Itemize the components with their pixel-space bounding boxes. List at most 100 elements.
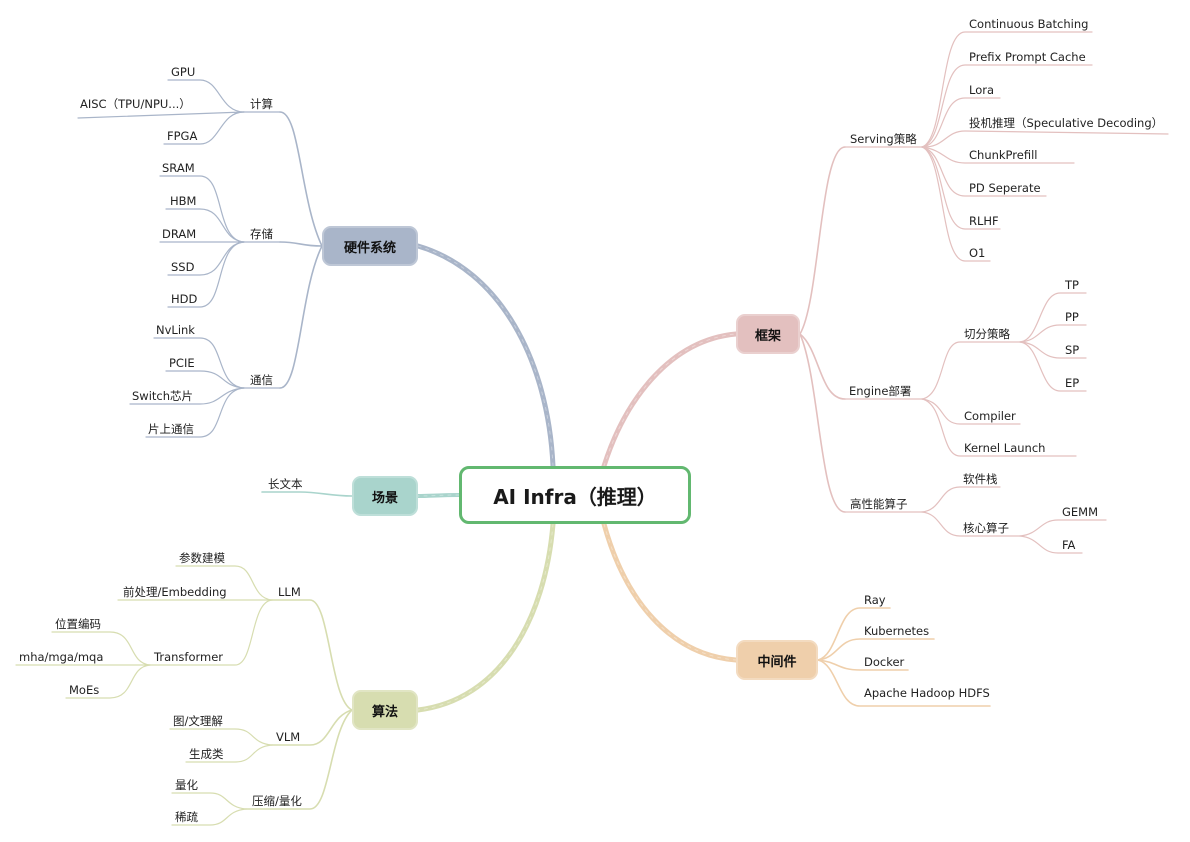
node-o1[interactable]: O1 bbox=[969, 246, 986, 260]
node-split-strategy[interactable]: 切分策略 bbox=[964, 327, 1010, 341]
node-pp[interactable]: PP bbox=[1065, 310, 1079, 324]
connector-hardware bbox=[159, 175, 245, 243]
connector-framework bbox=[921, 398, 1021, 425]
node-param-modeling[interactable]: 参数建模 bbox=[179, 551, 225, 565]
node-compiler[interactable]: Compiler bbox=[964, 409, 1016, 423]
connector-hardware bbox=[167, 241, 245, 308]
connector-scene bbox=[416, 493, 461, 498]
node-switch-chip[interactable]: Switch芯片 bbox=[132, 389, 194, 403]
connector-hardware bbox=[165, 370, 245, 389]
node-sparsity[interactable]: 稀疏 bbox=[175, 810, 198, 824]
node-generation[interactable]: 生成类 bbox=[189, 747, 224, 761]
hub-hardware-system[interactable]: 硬件系统 bbox=[322, 226, 418, 266]
node-hdfs[interactable]: Apache Hadoop HDFS bbox=[864, 686, 990, 700]
node-fpga[interactable]: FPGA bbox=[167, 129, 198, 143]
central-topic[interactable]: AI Infra（推理） bbox=[459, 466, 691, 524]
node-ep[interactable]: EP bbox=[1065, 376, 1080, 390]
connector-texture bbox=[603, 523, 737, 661]
node-hdd[interactable]: HDD bbox=[171, 292, 198, 306]
node-gpu[interactable]: GPU bbox=[171, 65, 196, 79]
node-dram[interactable]: DRAM bbox=[162, 227, 197, 241]
connector-framework bbox=[601, 331, 739, 469]
connector-algorithm bbox=[51, 631, 151, 666]
node-core-operators[interactable]: 核心算子 bbox=[963, 521, 1009, 535]
connector-framework bbox=[799, 333, 846, 400]
connector-algorithm bbox=[65, 664, 151, 699]
node-sp[interactable]: SP bbox=[1065, 343, 1080, 357]
connector-hardware bbox=[153, 337, 245, 389]
node-moes[interactable]: MoEs bbox=[69, 683, 100, 697]
node-rlhf[interactable]: RLHF bbox=[969, 214, 999, 228]
node-kubernetes[interactable]: Kubernetes bbox=[864, 624, 930, 638]
node-kernel-launch[interactable]: Kernel Launch bbox=[964, 441, 1046, 455]
connector-algorithm bbox=[271, 709, 353, 746]
node-docker[interactable]: Docker bbox=[864, 655, 905, 669]
node-continuous-batching[interactable]: Continuous Batching bbox=[969, 17, 1089, 31]
connector-hardware bbox=[163, 111, 245, 145]
node-vlm[interactable]: VLM bbox=[276, 730, 301, 744]
node-pd-seperate[interactable]: PD Seperate bbox=[969, 181, 1041, 195]
connector-hardware bbox=[279, 111, 323, 247]
connector-algorithm bbox=[271, 599, 353, 711]
connector-hardware bbox=[279, 245, 323, 389]
node-compute[interactable]: 计算 bbox=[250, 97, 273, 111]
node-ssd[interactable]: SSD bbox=[171, 260, 195, 274]
connector-hardware bbox=[145, 387, 245, 438]
node-pcie[interactable]: PCIE bbox=[169, 356, 195, 370]
node-software-stack[interactable]: 软件栈 bbox=[963, 472, 998, 486]
node-onchip-comm[interactable]: 片上通信 bbox=[148, 422, 194, 436]
node-serving[interactable]: Serving策略 bbox=[850, 132, 917, 146]
node-engine[interactable]: Engine部署 bbox=[849, 384, 912, 398]
node-tp[interactable]: TP bbox=[1065, 278, 1079, 292]
node-image-text-understanding[interactable]: 图/文理解 bbox=[173, 714, 223, 728]
connector-algorithm bbox=[175, 565, 273, 601]
connector-hardware bbox=[167, 79, 245, 113]
node-nvlink[interactable]: NvLink bbox=[156, 323, 195, 337]
hub-algorithm[interactable]: 算法 bbox=[352, 690, 418, 730]
node-hbm[interactable]: HBM bbox=[170, 194, 197, 208]
connector-framework bbox=[921, 511, 1021, 537]
node-communication[interactable]: 通信 bbox=[250, 373, 273, 387]
node-storage[interactable]: 存储 bbox=[250, 227, 273, 241]
connector-framework bbox=[921, 146, 1047, 197]
hub-framework[interactable]: 框架 bbox=[736, 314, 800, 354]
node-ray[interactable]: Ray bbox=[864, 593, 886, 607]
node-lora[interactable]: Lora bbox=[969, 83, 995, 97]
node-aisc[interactable]: AISC（TPU/NPU...） bbox=[80, 97, 191, 111]
node-chunkprefill[interactable]: ChunkPrefill bbox=[969, 148, 1038, 162]
node-prefix-prompt-cache[interactable]: Prefix Prompt Cache bbox=[969, 50, 1086, 64]
node-quantization[interactable]: 量化 bbox=[175, 778, 198, 792]
connector-algorithm bbox=[245, 709, 353, 810]
node-speculative-decoding[interactable]: 投机推理（Speculative Decoding） bbox=[969, 116, 1164, 130]
connector-algorithm bbox=[171, 808, 247, 826]
node-preprocess-embedding[interactable]: 前处理/Embedding bbox=[123, 585, 227, 599]
connector-framework bbox=[921, 486, 1001, 513]
connector-framework bbox=[799, 146, 846, 335]
hub-scene[interactable]: 场景 bbox=[352, 476, 418, 516]
connector-hardware bbox=[77, 111, 245, 119]
connector-framework bbox=[921, 64, 1093, 148]
connector-middleware bbox=[601, 521, 739, 663]
node-transformer[interactable]: Transformer bbox=[154, 650, 224, 664]
node-hp-operators[interactable]: 高性能算子 bbox=[850, 497, 908, 511]
connector-texture bbox=[417, 245, 554, 467]
node-sram[interactable]: SRAM bbox=[162, 161, 195, 175]
hub-middleware[interactable]: 中间件 bbox=[736, 640, 818, 680]
node-long-text[interactable]: 长文本 bbox=[268, 477, 303, 491]
connector-framework bbox=[1019, 341, 1087, 359]
connector-framework bbox=[921, 130, 1169, 148]
node-gemm[interactable]: GEMM bbox=[1062, 505, 1099, 519]
connector-middleware bbox=[817, 638, 935, 661]
connector-framework bbox=[1019, 292, 1087, 343]
connector-framework bbox=[799, 333, 846, 513]
node-fa[interactable]: FA bbox=[1062, 538, 1076, 552]
node-compression[interactable]: 压缩/量化 bbox=[252, 794, 302, 808]
connector-hardware bbox=[279, 241, 323, 247]
connector-framework bbox=[1019, 519, 1107, 537]
connector-middleware bbox=[817, 607, 891, 661]
node-attention-variants[interactable]: mha/mga/mqa bbox=[19, 650, 104, 664]
connector-framework bbox=[1019, 535, 1083, 554]
node-llm[interactable]: LLM bbox=[278, 585, 301, 599]
node-position-encoding[interactable]: 位置编码 bbox=[55, 617, 101, 631]
